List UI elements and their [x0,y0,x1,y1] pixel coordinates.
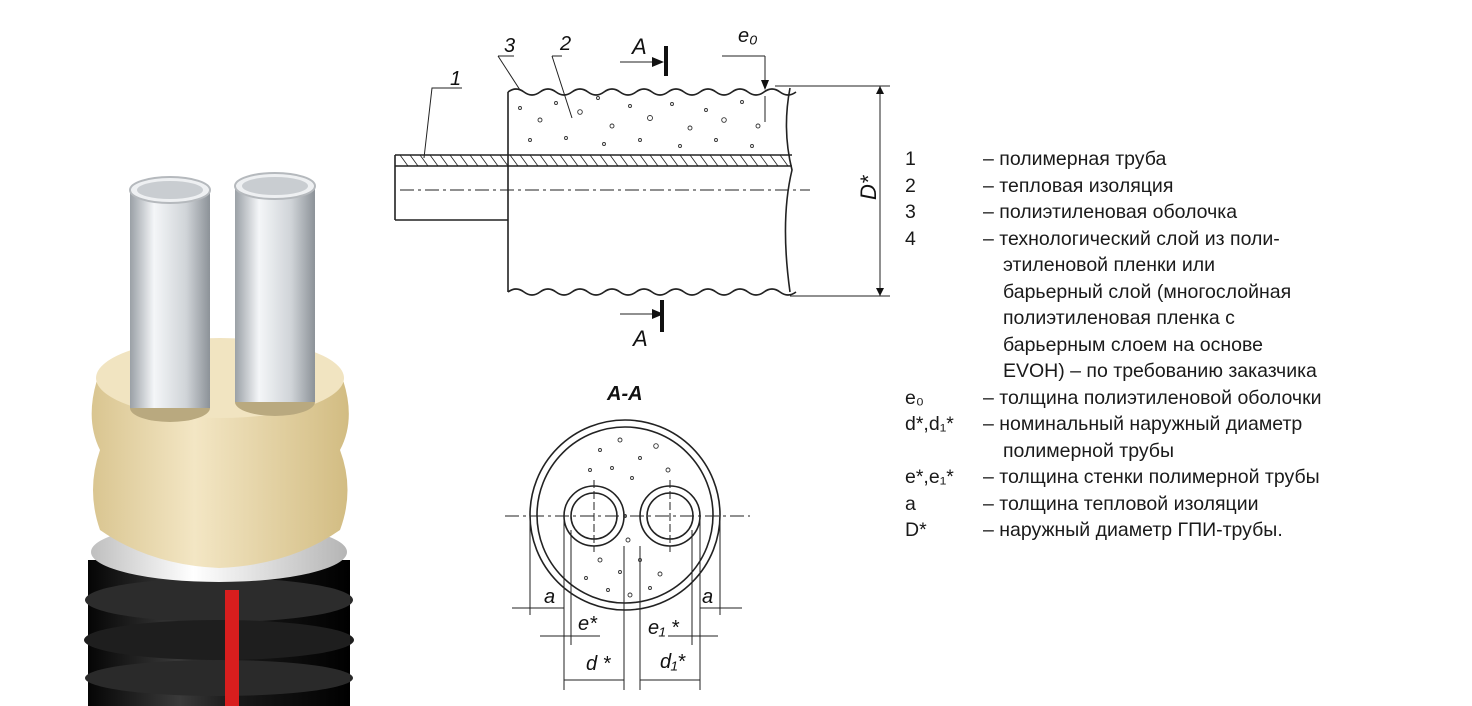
red-stripe [225,590,239,706]
break-line [784,87,793,293]
legend-row: D* – наружный диаметр ГПИ-трубы. [905,517,1465,544]
e0-label: e₀ [738,25,758,47]
legend-row: 4 – технологический слой из поли- [905,226,1465,253]
legend-description: EVOH) – по требованию заказчика [1003,360,1317,382]
jacket-bottom-wave [507,288,797,296]
d-outer-label: D* [856,174,881,200]
legend-description: барьерный слой (многослойная [1003,280,1292,303]
section-marker-bottom: A [631,326,648,351]
legend-key: 3 [905,201,916,223]
dim-e: e* [578,613,598,635]
legend-key: d*,d₁* [905,413,954,435]
dim-a-left: a [544,586,555,608]
callout-3: 3 [504,35,515,57]
legend-key: 1 [905,148,916,170]
legend-row: 3 – полиэтиленовая оболочка [905,199,1465,226]
legend-description: полиэтиленовая пленка с [1003,307,1235,329]
legend-key: e₀ [905,386,924,409]
legend-row: 2 – тепловая изоляция [905,173,1465,200]
inner-pipes [129,172,316,422]
legend-row: e*,e₁* – толщина стенки полимерной трубы [905,464,1465,491]
legend-description: – полимерная труба [983,148,1167,170]
legend-row: a – толщина тепловой изоляции [905,491,1465,518]
legend-row: этиленовой пленки или [905,252,1465,279]
legend-description: полимерной трубы [1003,439,1174,462]
legend-row: барьерным слоем на основе [905,332,1465,359]
legend-key: 4 [905,227,916,250]
legend-row: e₀ – толщина полиэтиленовой оболочки [905,385,1465,412]
legend-description: – толщина полиэтиленовой оболочки [983,386,1322,409]
legend-description: – номинальный наружный диаметр [983,413,1303,435]
legend-description: – полиэтиленовая оболочка [983,201,1238,223]
legend-description: – технологический слой из поли- [983,227,1280,250]
legend-key: a [905,492,916,515]
legend-key: 2 [905,174,916,197]
legend-row: d*,d₁* – номинальный наружный диаметр [905,411,1465,438]
pipe-product-illustration [84,172,354,706]
legend-row: полимерной трубы [905,438,1465,465]
legend-key: e*,e₁* [905,466,954,488]
dim-e1: e₁ * [648,617,680,639]
legend-row: барьерный слой (многослойная [905,279,1465,306]
callout-2: 2 [559,33,571,55]
section-marker-top: A [630,34,647,59]
legend-row: EVOH) – по требованию заказчика [905,358,1465,385]
legend-row: 1 – полимерная труба [905,146,1465,173]
callout-1: 1 [450,68,461,90]
dim-d1: d₁* [660,651,686,673]
dim-d: d * [586,653,612,675]
legend-description: – наружный диаметр ГПИ-трубы. [983,519,1283,541]
outer-jacket [84,560,354,706]
legend-description: – тепловая изоляция [983,174,1174,197]
legend-description: – толщина стенки полимерной трубы [983,466,1320,488]
dim-a-right: a [702,586,713,608]
jacket-top-wave [507,88,797,96]
legend-description: – толщина тепловой изоляции [983,492,1259,515]
legend-row: полиэтиленовая пленка с [905,305,1465,332]
legend-description: этиленовой пленки или [1003,254,1216,276]
technical-drawing: 1 3 2 A A e₀ D* A-A a a e* e₁ * d * d₁* [394,25,890,690]
section-title: A-A [606,383,643,405]
legend-key: D* [905,519,927,541]
legend-description: барьерным слоем на основе [1003,333,1263,356]
